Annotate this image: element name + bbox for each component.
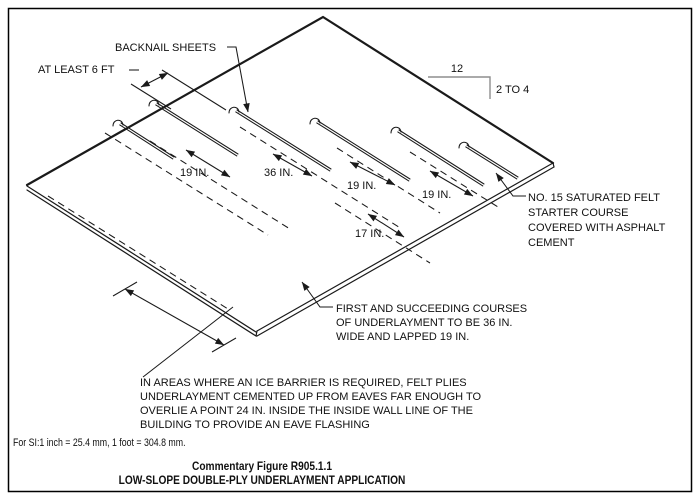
hidden-edge-3 [239, 126, 403, 230]
hidden-edge-1 [104, 132, 269, 236]
starter-note-line3: COVERED WITH ASPHALT [528, 222, 666, 234]
dim-36in [272, 153, 313, 177]
ice-note-line4: BUILDING TO PROVIDE AN EAVE FLASHING [140, 419, 370, 431]
courses-note-line3: WIDE AND LAPPED 19 IN. [336, 331, 469, 343]
dim-ice-barrier-extent [124, 288, 225, 346]
dim-19in-3 [429, 170, 474, 197]
ice-note-line2: UNDERLAYMENT CEMENTED UP FROM EAVES FAR … [140, 391, 481, 403]
starter-note-line1: NO. 15 SATURATED FELT [528, 192, 660, 204]
leader-ice-note [142, 306, 234, 378]
sheet-edge-3 [228, 106, 332, 172]
dim-label-19in-3: 19 IN. [422, 189, 451, 201]
hidden-edge-7 [47, 195, 229, 310]
leader-lines [129, 46, 526, 378]
slope-run-label: 12 [451, 63, 463, 75]
starter-course-note: NO. 15 SATURATED FELT STARTER COURSE COV… [528, 192, 666, 249]
felt-sheet-edges [112, 99, 519, 187]
dim-17in [367, 213, 405, 238]
slope-symbol-lines [428, 76, 491, 99]
ice-note-line1: IN AREAS WHERE AN ICE BARRIER IS REQUIRE… [140, 377, 467, 389]
leader-starter-note [495, 172, 526, 197]
figure-title-caption: LOW-SLOPE DOUBLE-PLY UNDERLAYMENT APPLIC… [119, 474, 406, 487]
dim-19in-2 [349, 161, 396, 186]
roof-rake-edge-outer [26, 185, 257, 333]
leader-courses-note [301, 281, 333, 308]
figure-footer: For SI:1 inch = 25.4 mm, 1 foot = 304.8 … [13, 437, 405, 487]
sheet-edge-6 [458, 141, 519, 180]
ext-line-6ft-right [161, 69, 227, 111]
dimension-lines [112, 69, 474, 353]
diagram-labels: BACKNAIL SHEETS AT LEAST 6 FT 19 IN. 36 … [38, 42, 666, 431]
backnail-label: BACKNAIL SHEETS [115, 42, 216, 54]
courses-note: FIRST AND SUCCEEDING COURSES OF UNDERLAY… [336, 303, 527, 343]
dim-label-17in: 17 IN. [355, 228, 384, 240]
sheet-edge-1 [112, 119, 175, 160]
ext-line-ice-right [211, 337, 237, 353]
dim-label-19in-1: 19 IN. [180, 167, 209, 179]
sheet-edge-2 [148, 99, 239, 157]
leader-backnail [227, 46, 250, 113]
figure-number-caption: Commentary Figure R905.1.1 [192, 460, 332, 473]
starter-note-line2: STARTER COURSE [528, 207, 628, 219]
ice-barrier-note: IN AREAS WHERE AN ICE BARRIER IS REQUIRE… [140, 377, 481, 431]
si-conversion-note: For SI:1 inch = 25.4 mm, 1 foot = 304.8 … [13, 437, 186, 449]
starter-note-line4: CEMENT [528, 237, 575, 249]
ext-line-6ft-left [130, 83, 172, 110]
ice-note-line3: OVERLIE A POINT 24 IN. INSIDE THE INSIDE… [140, 405, 473, 417]
figure-border [7, 7, 693, 493]
roof-eave-edge-outer [256, 162, 554, 332]
dim-label-36in: 36 IN. [264, 167, 293, 179]
courses-note-line1: FIRST AND SUCCEEDING COURSES [336, 303, 527, 315]
dim-label-19in-2: 19 IN. [347, 180, 376, 192]
sheet-edge-5 [390, 126, 485, 187]
roof-rake-edge-inner [26, 189, 258, 337]
slope-rise-label: 2 TO 4 [496, 84, 529, 96]
roof-eave-edge-inner [256, 162, 555, 337]
dim-6ft [140, 72, 169, 88]
dim-19in-1 [185, 149, 231, 178]
at-least-6ft-label: AT LEAST 6 FT [38, 64, 115, 76]
roof-ridge-edges [25, 15, 555, 187]
slope-symbol: 12 2 TO 4 [428, 63, 529, 99]
ext-line-ice-left [112, 281, 138, 297]
hidden-edge-2 [149, 140, 291, 230]
courses-note-line2: OF UNDERLAYMENT TO BE 36 IN. [336, 317, 512, 329]
hidden-edge-6 [334, 202, 431, 264]
